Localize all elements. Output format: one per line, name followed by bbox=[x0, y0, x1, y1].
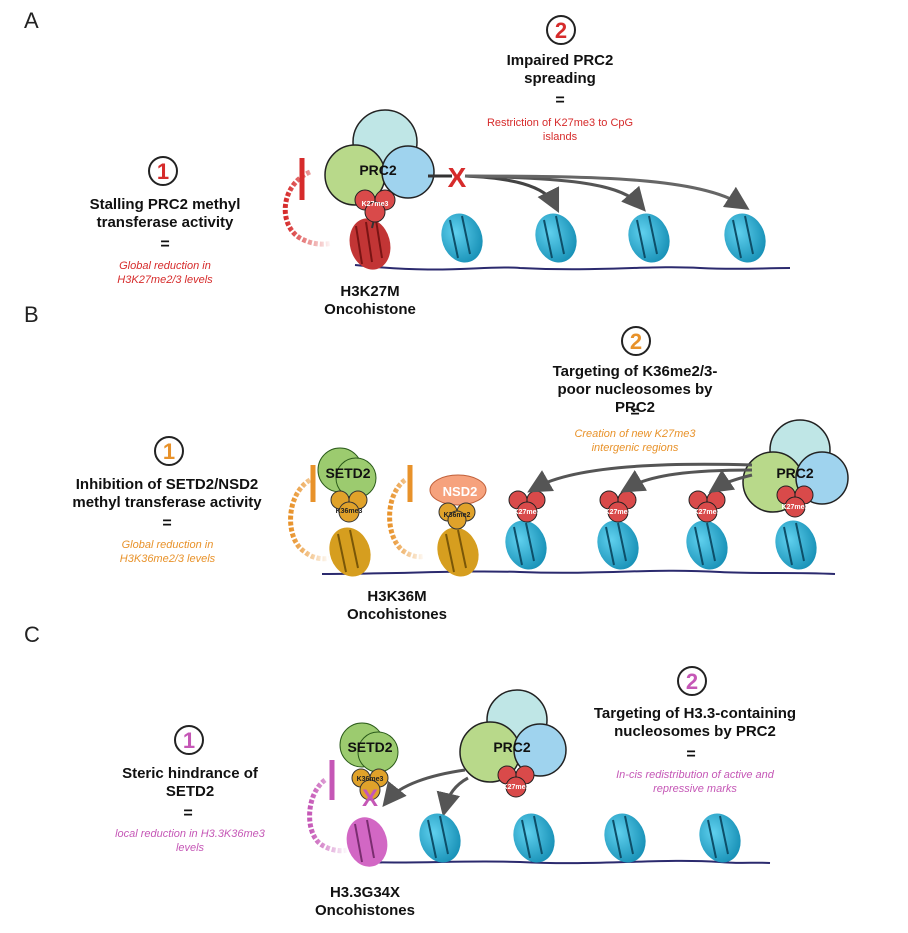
target-arrow-b1 bbox=[527, 462, 753, 493]
k36me3-mark-b: K36me3 bbox=[330, 490, 368, 523]
nucleosome-a3 bbox=[628, 213, 670, 263]
panel-c-graphics: SETD2 K36me3 X PRC2 K27me3 bbox=[307, 689, 771, 867]
prc2-complex-c: PRC2 bbox=[459, 689, 567, 783]
block-mark-a: X bbox=[448, 162, 467, 193]
oncohistone-nucleosome-c bbox=[346, 817, 388, 867]
nucleosome-c1 bbox=[419, 813, 461, 863]
note-a1: Global reduction in H3K27me2/3 levels bbox=[117, 260, 213, 286]
note-a2: Restriction of K27me3 to CpG islands bbox=[486, 117, 634, 143]
k27me3-label-b3: K27me3 bbox=[694, 509, 721, 516]
k27me3-label-b1: K27me3 bbox=[514, 509, 541, 516]
k27me3-label-b2: K27me3 bbox=[605, 509, 632, 516]
nucleosome-a1 bbox=[441, 213, 483, 263]
step-title-a1: Stalling PRC2 methyl transferase activit… bbox=[89, 196, 241, 231]
dna-strand-c bbox=[359, 859, 771, 865]
prc2-complex-a: PRC2 bbox=[324, 109, 435, 206]
nucleosome-b3 bbox=[686, 520, 728, 570]
nucleosome-b4 bbox=[775, 520, 817, 570]
setd2-complex-b: SETD2 bbox=[317, 447, 377, 499]
step-title-a2: Impaired PRC2 spreading bbox=[506, 52, 614, 87]
oncohistone-nucleosome-b1 bbox=[329, 527, 371, 577]
k27me3-mark-b1: K27me3 bbox=[508, 490, 546, 523]
setd2-label-b: SETD2 bbox=[325, 465, 370, 481]
step-number-c2: 2 bbox=[677, 666, 707, 696]
step-number-b1: 1 bbox=[154, 436, 184, 466]
note-b2: Creation of new K27me3 intergenic region… bbox=[574, 428, 696, 454]
note-c1: local reduction in H3.3K36me3 levels bbox=[115, 828, 265, 854]
k27me3-label-a: K27me3 bbox=[362, 201, 389, 208]
equals-c2: = bbox=[686, 746, 696, 763]
panel-a-graphics: PRC2 K27me3 X bbox=[282, 109, 791, 271]
step-title-c1: Steric hindrance of SETD2 bbox=[122, 765, 258, 800]
target-arrow-c1 bbox=[382, 768, 466, 808]
equals-a1: = bbox=[160, 236, 170, 253]
k27me3-label-c: K27me3 bbox=[503, 784, 530, 791]
inhibition-arc-a bbox=[282, 169, 333, 247]
block-mark-c: X bbox=[362, 785, 378, 812]
k36me2-label-b: K36me2 bbox=[444, 512, 471, 519]
inhibition-arc-c bbox=[307, 778, 349, 854]
step-title-c2: Targeting of H3.3-containing nucleosomes… bbox=[593, 705, 797, 740]
oncohistone-nucleosome-b2 bbox=[437, 527, 479, 577]
nsd2-label-b: NSD2 bbox=[443, 484, 478, 499]
equals-b2: = bbox=[630, 404, 640, 421]
nucleosome-c4 bbox=[699, 813, 741, 863]
equals-c1: = bbox=[183, 805, 193, 822]
equals-b1: = bbox=[162, 515, 172, 532]
k36me3-mark-c: K36me3 bbox=[351, 768, 389, 801]
oncohistone-label-c: H3.3G34X Oncohistones bbox=[314, 884, 415, 919]
oncohistone-label-b: H3K36M Oncohistones bbox=[346, 588, 447, 623]
spread-arrow-a3 bbox=[464, 174, 750, 210]
step-number-c1: 1 bbox=[174, 725, 204, 755]
k27me3-mark-c: K27me3 bbox=[497, 765, 535, 798]
panel-b-graphics: SETD2 K36me3 NSD2 K36me2 K27me3 K27me3 K… bbox=[288, 419, 849, 577]
nsd2-complex-b: NSD2 bbox=[429, 474, 487, 506]
prc2-label-a: PRC2 bbox=[359, 162, 397, 178]
k27me3-mark-b3: K27me3 bbox=[688, 490, 726, 523]
note-b1: Global reduction in H3K36me2/3 levels bbox=[119, 539, 216, 565]
nucleosome-a2 bbox=[535, 213, 577, 263]
inhibition-arc-b1 bbox=[288, 477, 331, 562]
k27me3-label-b4: K27me3 bbox=[782, 504, 809, 511]
k27me3-mark-b2: K27me3 bbox=[599, 490, 637, 523]
step-number-b2: 2 bbox=[621, 326, 651, 356]
panel-letter-a: A bbox=[24, 8, 39, 33]
step-number-a2: 2 bbox=[546, 15, 576, 45]
note-c2: In-cis redistribution of active and repr… bbox=[616, 769, 774, 795]
step-number-a1: 1 bbox=[148, 156, 178, 186]
nucleosome-c2 bbox=[513, 813, 555, 863]
k27me3-mark-b4: K27me3 bbox=[776, 485, 814, 518]
k36me3-label-b: K36me3 bbox=[336, 508, 363, 515]
panel-letter-c: C bbox=[24, 622, 40, 647]
step-title-b1: Inhibition of SETD2/NSD2 methyl transfer… bbox=[72, 476, 262, 511]
nucleosome-b1 bbox=[505, 520, 547, 570]
oncohistone-label-a: H3K27M Oncohistone bbox=[324, 283, 416, 318]
k27me3-mark-a: K27me3 bbox=[354, 189, 396, 229]
dna-strand-b bbox=[321, 569, 836, 575]
setd2-label-c: SETD2 bbox=[347, 739, 392, 755]
equals-a2: = bbox=[555, 92, 565, 109]
prc2-label-b: PRC2 bbox=[776, 465, 814, 481]
nucleosome-c3 bbox=[604, 813, 646, 863]
target-arrow-c2 bbox=[436, 776, 469, 817]
panel-letter-b: B bbox=[24, 302, 39, 327]
setd2-complex-c: SETD2 bbox=[339, 722, 399, 773]
oncohistone-nucleosome-a bbox=[349, 218, 391, 270]
k36me3-label-c: K36me3 bbox=[357, 776, 384, 783]
nucleosome-b2 bbox=[597, 520, 639, 570]
step-title-b2: Targeting of K36me2/3-poor nucleosomes b… bbox=[552, 363, 718, 416]
target-arrow-b3 bbox=[708, 469, 753, 493]
nucleosome-a4 bbox=[724, 213, 766, 263]
inhibition-arc-b2 bbox=[387, 478, 426, 560]
dna-strand-a bbox=[354, 264, 791, 271]
prc2-label-c: PRC2 bbox=[493, 739, 531, 755]
k36me2-mark-b: K36me2 bbox=[438, 502, 476, 530]
